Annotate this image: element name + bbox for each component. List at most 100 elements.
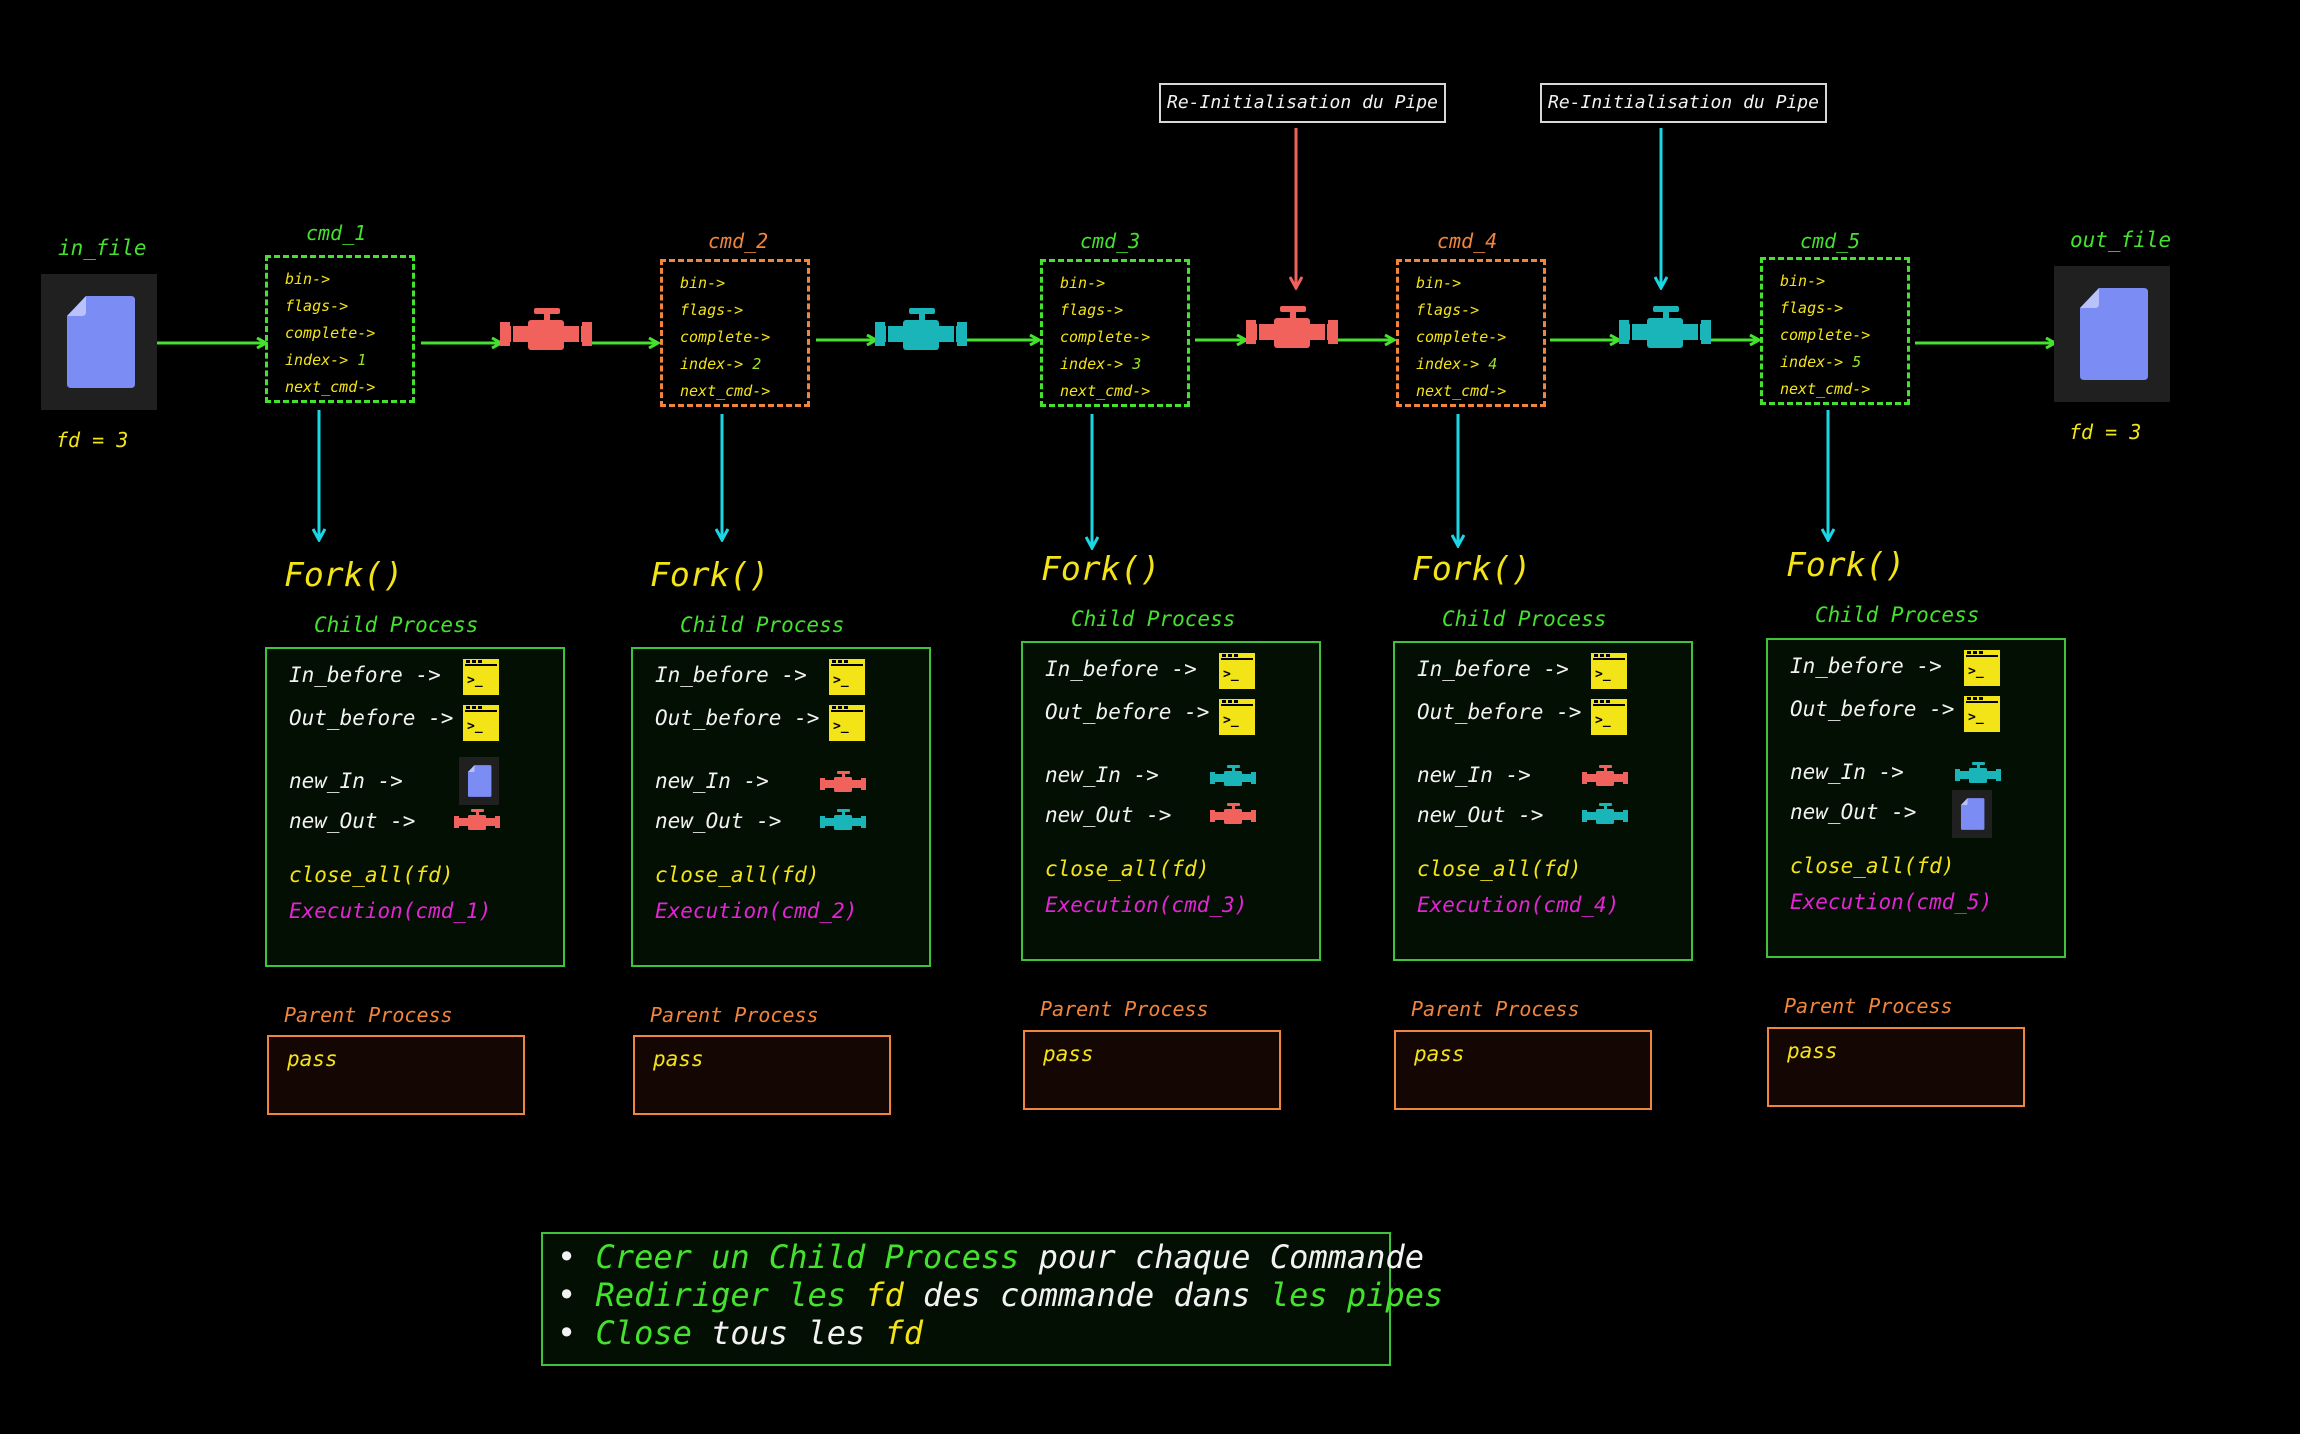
cmd-index-label: index-> — [1416, 355, 1480, 373]
parent-process-box: pass — [1023, 1030, 1281, 1110]
close-all-call: close_all(fd) — [1790, 854, 1955, 878]
in-file-fd: fd = 3 — [56, 428, 129, 452]
in-file-title: in_file — [58, 236, 147, 260]
terminal-icon: >_ — [1219, 699, 1255, 735]
cmd-field: flags-> — [1060, 301, 1124, 319]
cmd-field: next_cmd-> — [680, 382, 771, 400]
legend-text: des commande dans — [903, 1276, 1270, 1314]
child-process-box: In_before ->>_Out_before ->>_new_In ->ne… — [1766, 638, 2066, 958]
legend-bullet: • — [557, 1238, 577, 1276]
child-process-label: Child Process — [314, 613, 479, 637]
new-out-label: new_Out -> — [655, 809, 782, 833]
in-before-label: In_before -> — [1045, 657, 1197, 681]
cmd-field: flags-> — [1780, 299, 1844, 317]
cmd-field: complete-> — [1060, 328, 1151, 346]
new-in-label: new_In -> — [289, 769, 403, 793]
fork-label: Fork() — [1041, 549, 1161, 588]
cmd-field: bin-> — [285, 270, 331, 288]
cmd-field: next_cmd-> — [1416, 382, 1507, 400]
child-process-label: Child Process — [1442, 607, 1607, 631]
cmd-field: index-> 1 — [285, 347, 412, 374]
in-before-label: In_before -> — [289, 663, 441, 687]
parent-pass: pass — [287, 1047, 338, 1071]
fork-label: Fork() — [1412, 549, 1532, 588]
out-before-label: Out_before -> — [1045, 700, 1210, 724]
red-pipe-icon — [500, 308, 592, 350]
red-pipe-icon — [454, 809, 500, 830]
terminal-icon: >_ — [463, 659, 499, 695]
cmd-title: cmd_3 — [1080, 229, 1141, 253]
cyan-pipe-icon — [1955, 762, 2001, 783]
out-file-fd: fd = 3 — [2069, 420, 2142, 444]
out-before-label: Out_before -> — [1417, 700, 1582, 724]
child-process-label: Child Process — [680, 613, 845, 637]
cmd-index-label: index-> — [1060, 355, 1124, 373]
parent-process-label: Parent Process — [1784, 994, 1953, 1018]
cmd-index-value: 2 — [752, 355, 762, 373]
terminal-icon: >_ — [829, 659, 865, 695]
cmd-index-value: 5 — [1852, 353, 1862, 371]
cmd-field: complete-> — [1780, 326, 1871, 344]
parent-process-box: pass — [633, 1035, 891, 1115]
close-all-call: close_all(fd) — [655, 863, 820, 887]
parent-process-label: Parent Process — [1040, 997, 1209, 1021]
close-all-call: close_all(fd) — [1417, 857, 1582, 881]
new-out-label: new_Out -> — [1417, 803, 1544, 827]
child-process-label: Child Process — [1815, 603, 1980, 627]
cyan-pipe-icon — [875, 308, 967, 350]
terminal-icon: >_ — [829, 705, 865, 741]
red-pipe-icon — [1246, 306, 1338, 348]
parent-process-box: pass — [1767, 1027, 2025, 1107]
legend-text: pour chaque Commande — [1019, 1238, 1424, 1276]
cmd-title: cmd_5 — [1800, 229, 1861, 253]
parent-process-label: Parent Process — [1411, 997, 1580, 1021]
new-out-label: new_Out -> — [289, 809, 416, 833]
cmd-field: complete-> — [1416, 328, 1507, 346]
child-process-box: In_before ->>_Out_before ->>_new_In ->ne… — [1021, 641, 1321, 961]
cmd-title: cmd_4 — [1437, 229, 1498, 253]
cmd-index-value: 4 — [1488, 355, 1498, 373]
cmd-title: cmd_1 — [306, 221, 367, 245]
fork-label: Fork() — [1786, 545, 1906, 584]
new-in-label: new_In -> — [655, 769, 769, 793]
execution-call: Execution(cmd_1) — [289, 899, 492, 923]
cmd-field: bin-> — [1060, 274, 1106, 292]
cmd-field: flags-> — [285, 297, 349, 315]
cyan-pipe-icon — [1582, 803, 1628, 824]
fork-label: Fork() — [650, 555, 770, 594]
file-icon — [459, 757, 499, 805]
parent-process-box: pass — [267, 1035, 525, 1115]
child-process-label: Child Process — [1071, 607, 1236, 631]
cmd-index-value: 1 — [357, 351, 367, 369]
cmd-field: index-> 2 — [680, 351, 807, 378]
cmd-field: index-> 5 — [1780, 349, 1907, 376]
child-process-box: In_before ->>_Out_before ->>_new_In ->ne… — [631, 647, 931, 967]
legend-text: Creer un Child Process — [595, 1238, 1020, 1276]
parent-process-label: Parent Process — [284, 1003, 453, 1027]
in-before-label: In_before -> — [655, 663, 807, 687]
cmd-field: bin-> — [680, 274, 726, 292]
execution-call: Execution(cmd_3) — [1045, 893, 1248, 917]
out-file-icon — [2054, 266, 2170, 402]
parent-pass: pass — [1414, 1042, 1465, 1066]
legend-text: les pipes — [1269, 1276, 1444, 1314]
cmd-index-label: index-> — [680, 355, 744, 373]
terminal-icon: >_ — [1964, 650, 2000, 686]
red-pipe-icon — [1582, 765, 1628, 786]
cmd-index-label: index-> — [285, 351, 349, 369]
new-in-label: new_In -> — [1417, 763, 1531, 787]
terminal-icon: >_ — [463, 705, 499, 741]
out-file-title: out_file — [2070, 228, 2172, 252]
cmd-field: complete-> — [285, 324, 376, 342]
parent-pass: pass — [1043, 1042, 1094, 1066]
execution-call: Execution(cmd_4) — [1417, 893, 1620, 917]
cyan-pipe-icon — [1210, 765, 1256, 786]
terminal-icon: >_ — [1219, 653, 1255, 689]
file-icon — [67, 296, 135, 388]
cmd-field: index-> 3 — [1060, 351, 1187, 378]
